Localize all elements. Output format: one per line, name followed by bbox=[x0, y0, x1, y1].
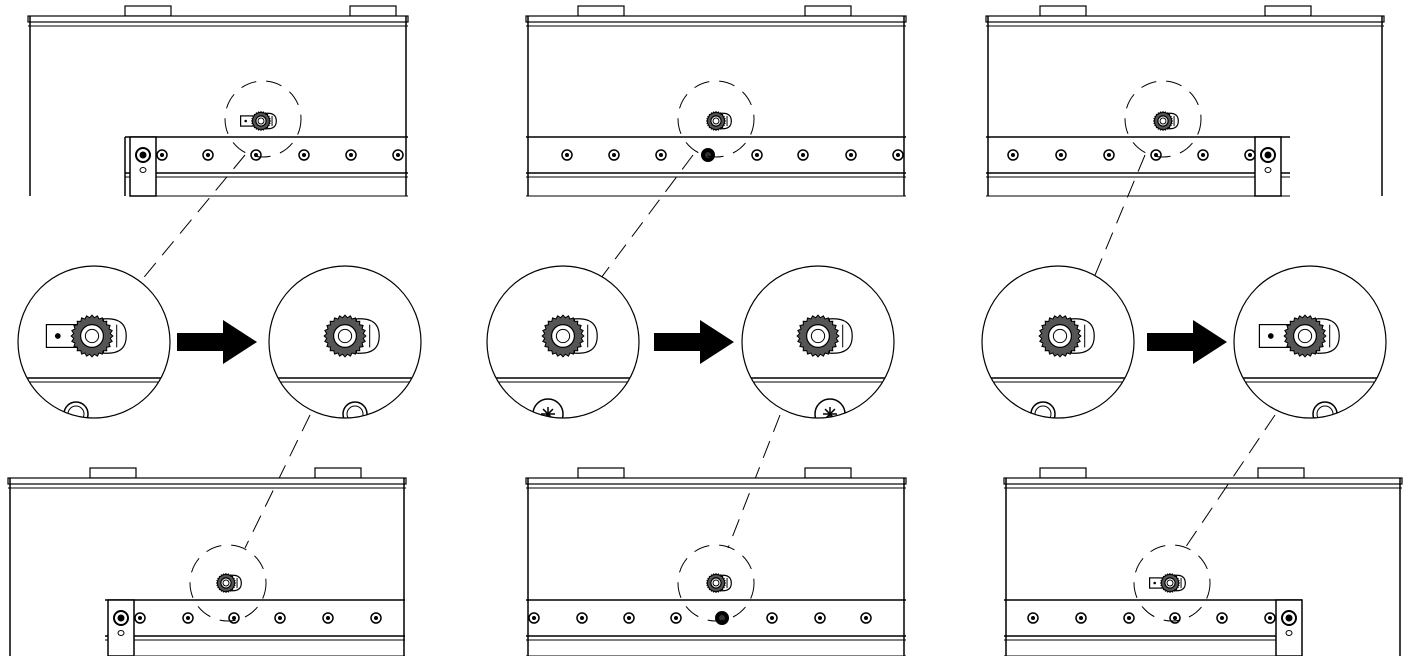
rail-hole bbox=[250, 149, 262, 161]
callout-circle bbox=[268, 265, 422, 419]
callout-circle bbox=[981, 265, 1135, 419]
rail-hole bbox=[298, 149, 310, 161]
panel-left bbox=[7, 5, 422, 656]
rail-hole bbox=[623, 612, 635, 624]
earth-lug bbox=[705, 110, 732, 132]
rail-hole bbox=[766, 612, 778, 624]
rail-hole bbox=[392, 149, 404, 161]
earth-lug bbox=[1258, 314, 1340, 358]
rail-hole bbox=[751, 149, 763, 161]
earth-lug bbox=[705, 572, 732, 594]
rail-hole bbox=[202, 149, 214, 161]
right-arrow-icon bbox=[654, 320, 734, 364]
rail-hole bbox=[576, 612, 588, 624]
rail-hole bbox=[1123, 612, 1135, 624]
bottom-cabinet bbox=[525, 467, 907, 656]
rail-hole bbox=[322, 612, 334, 624]
callout-circle bbox=[486, 265, 640, 419]
detail-marker bbox=[1124, 80, 1202, 158]
callout-after bbox=[1233, 265, 1387, 419]
rail-hole bbox=[1244, 149, 1256, 161]
callout-circle bbox=[17, 265, 171, 419]
rail-hole bbox=[345, 149, 357, 161]
rail-hole bbox=[561, 149, 573, 161]
detail-marker bbox=[224, 80, 302, 158]
rail-hole bbox=[1103, 149, 1115, 161]
rail-hole bbox=[892, 149, 904, 161]
callout-before bbox=[486, 265, 640, 419]
detail-marker bbox=[677, 544, 755, 622]
rail-hole bbox=[1027, 612, 1039, 624]
earth-lug bbox=[796, 314, 853, 358]
rail-hole bbox=[1216, 612, 1228, 624]
bottom-cabinet bbox=[1003, 467, 1403, 656]
rail-hole bbox=[528, 612, 540, 624]
earth-lug bbox=[240, 110, 277, 132]
rail-hole bbox=[608, 149, 620, 161]
top-cabinet bbox=[985, 5, 1385, 197]
rail-hole bbox=[182, 612, 194, 624]
rail-hole bbox=[274, 612, 286, 624]
rail-hole bbox=[655, 149, 667, 161]
earth-lug bbox=[323, 314, 380, 358]
rail-hole bbox=[370, 612, 382, 624]
callout-after bbox=[741, 265, 895, 419]
panel-center bbox=[486, 5, 907, 656]
right-arrow-icon bbox=[1147, 320, 1227, 364]
rail-hole bbox=[670, 612, 682, 624]
panel-right bbox=[981, 5, 1403, 656]
rail-hole bbox=[1007, 149, 1019, 161]
earth-lug bbox=[45, 314, 127, 358]
callout-before bbox=[17, 265, 171, 419]
top-cabinet bbox=[525, 5, 907, 197]
rail-hole bbox=[1055, 149, 1067, 161]
rail-hole bbox=[1264, 612, 1276, 624]
detail-marker bbox=[677, 80, 755, 158]
right-arrow-icon bbox=[177, 320, 257, 364]
callout-before bbox=[981, 265, 1135, 419]
rail-hole bbox=[156, 149, 168, 161]
earth-lug bbox=[215, 572, 242, 594]
earth-lug bbox=[1152, 110, 1179, 132]
earth-lug bbox=[541, 314, 598, 358]
top-cabinet bbox=[27, 5, 409, 197]
bottom-cabinet bbox=[7, 467, 407, 656]
rail-hole bbox=[134, 612, 146, 624]
detail-marker bbox=[1133, 544, 1211, 622]
callout-circle bbox=[1233, 265, 1387, 419]
callout-after bbox=[268, 265, 422, 419]
leader-line bbox=[597, 154, 694, 283]
rail-hole bbox=[845, 149, 857, 161]
leader-line bbox=[244, 414, 311, 549]
rail-hole bbox=[1150, 149, 1162, 161]
callout-circle bbox=[741, 265, 895, 419]
rail-hole bbox=[1169, 612, 1181, 624]
leader-line bbox=[1092, 154, 1146, 281]
detail-marker bbox=[189, 544, 267, 622]
rail-hole bbox=[228, 612, 240, 624]
rail-hole bbox=[1075, 612, 1087, 624]
rail-hole bbox=[1197, 149, 1209, 161]
rail-hole bbox=[814, 612, 826, 624]
rail-hole bbox=[860, 612, 872, 624]
earth-lug bbox=[1148, 572, 1186, 594]
earth-lug bbox=[1038, 314, 1095, 358]
rail-hole bbox=[797, 149, 809, 161]
